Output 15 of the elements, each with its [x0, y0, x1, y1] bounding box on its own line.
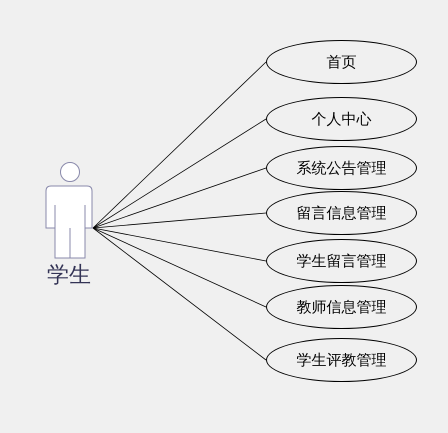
connector-line — [92, 168, 266, 228]
use-case-ellipse: 学生评教管理 — [266, 338, 417, 382]
use-case-ellipse: 系统公告管理 — [266, 146, 417, 190]
connector-line — [92, 118, 266, 228]
use-case-ellipse: 教师信息管理 — [266, 285, 417, 329]
connector-line — [92, 228, 266, 360]
use-case-ellipse: 个人中心 — [266, 97, 417, 141]
connector-line — [92, 62, 266, 228]
use-case-ellipse: 首页 — [266, 40, 417, 84]
use-case-ellipse: 学生留言管理 — [266, 239, 417, 283]
connector-line — [92, 228, 266, 262]
connector-line — [92, 212, 266, 228]
connector-line — [92, 228, 266, 308]
actor-label: 学生 — [47, 262, 91, 290]
use-case-ellipse: 留言信息管理 — [266, 191, 417, 235]
